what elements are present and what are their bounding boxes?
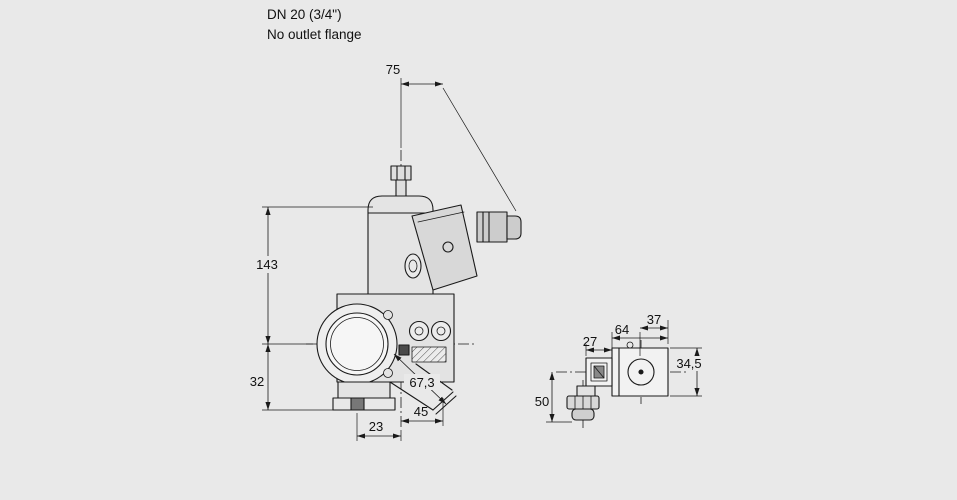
screw-plug (398, 344, 410, 356)
valve-body (316, 293, 457, 415)
dim-label-height: 143 (256, 257, 278, 272)
dim-label-top-width: 75 (386, 62, 400, 77)
side-view-drawing (556, 340, 688, 428)
flange-bolt-hole (383, 310, 393, 320)
strainer-hatch (411, 346, 447, 363)
dim-label-diagonal: 67,3 (409, 375, 434, 390)
front-view-dimensions: 75 143 32 23 45 67,3 (250, 62, 517, 441)
drawing-header: DN 20 (3/4") No outlet flange (267, 7, 362, 42)
dim-label-lower-height: 32 (250, 374, 264, 389)
tilted-solenoid-block (404, 204, 478, 291)
top-adjustment-nut (390, 165, 412, 197)
dim-label-top-width: 37 (647, 312, 661, 327)
dim-label-lower-height: 50 (535, 394, 549, 409)
inlet-thread-circle (330, 317, 384, 371)
outlet-bore (350, 397, 365, 411)
side-view-dimensions: 27 64 37 34,5 50 (535, 312, 706, 423)
dim-label-body-height: 34,5 (676, 356, 701, 371)
test-port (408, 320, 430, 342)
dim-label-bottom-offset: 23 (369, 419, 383, 434)
cable-gland (566, 385, 600, 421)
inlet-flange-bore-circle (325, 312, 389, 376)
dim-label-body-width: 64 (615, 322, 629, 337)
dim-label-plug-width: 27 (583, 334, 597, 349)
mounting-hole (626, 341, 634, 349)
flange-bolt-hole (383, 368, 393, 378)
plug-connector (585, 357, 613, 387)
solenoid-coil-connector (476, 211, 522, 243)
dim-label-bottom-width: 45 (414, 404, 428, 419)
product-size-label: DN 20 (3/4") (267, 7, 342, 22)
product-variant-label: No outlet flange (267, 27, 362, 42)
test-port (430, 320, 452, 342)
